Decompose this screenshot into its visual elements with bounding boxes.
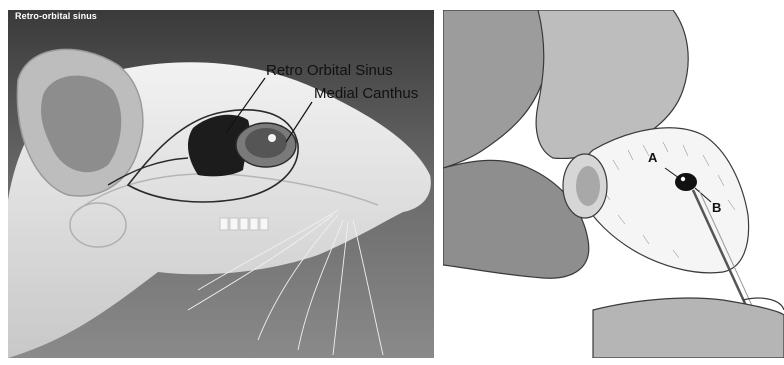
mouse-inner-ear: [576, 166, 600, 206]
eye-highlight: [268, 134, 276, 142]
hand-shape-top: [443, 10, 548, 168]
teeth-row: [220, 218, 268, 230]
retro-orbital-anatomy-panel: Retro-orbital sinus Retro Orbital Sinus …: [8, 10, 434, 358]
mouse-head-shape: [581, 128, 749, 273]
label-a: A: [648, 150, 657, 165]
medial-canthus-label: Medial Canthus: [314, 85, 418, 102]
eye-iris: [245, 128, 287, 158]
retro-orbital-sinus-label: Retro Orbital Sinus: [266, 62, 393, 79]
mouse-eye-highlight: [681, 177, 685, 181]
panel-caption: Retro-orbital sinus: [15, 11, 97, 21]
lower-hand-shape: [593, 298, 784, 358]
procedure-line-drawing: [443, 10, 784, 358]
procedure-illustration-panel: A B: [443, 10, 784, 358]
label-b: B: [712, 200, 721, 215]
mouse-eye: [675, 173, 697, 191]
